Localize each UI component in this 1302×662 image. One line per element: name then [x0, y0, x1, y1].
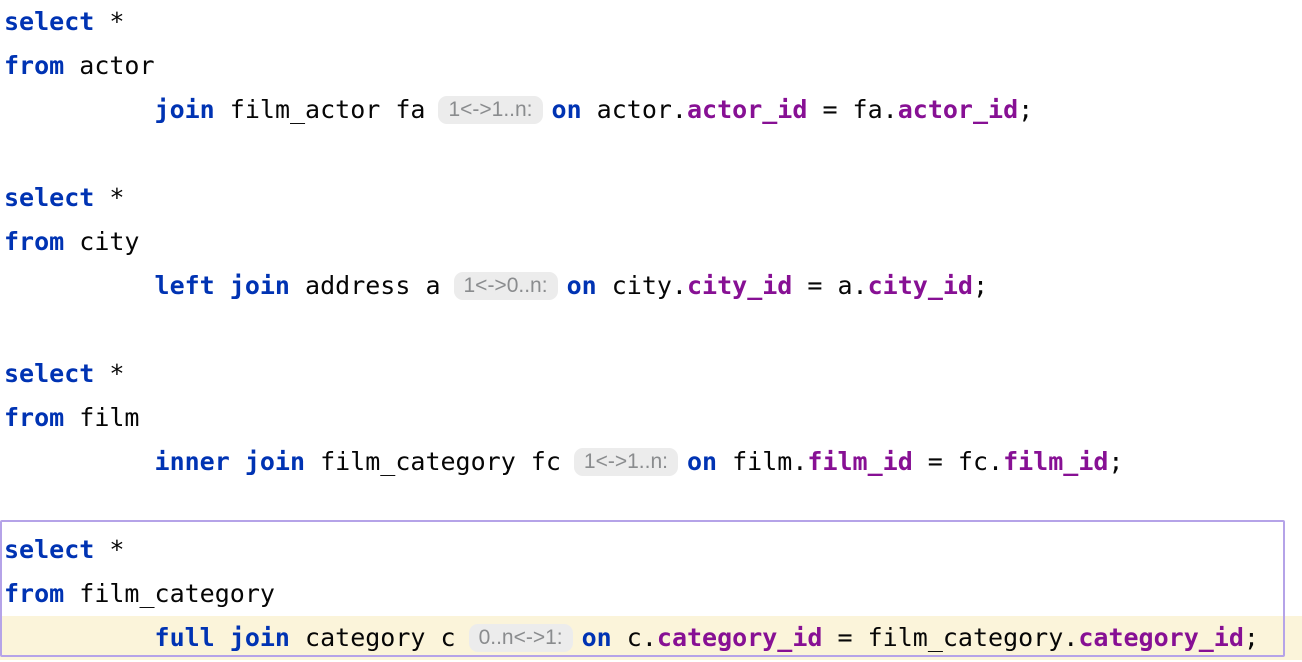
sql-token-kw: on [581, 623, 612, 652]
code-line[interactable]: select * [0, 176, 1302, 220]
sql-token-plain [4, 95, 155, 124]
sql-token-plain: = fa. [807, 95, 898, 124]
sql-token-plain: actor [64, 51, 155, 80]
code-line[interactable]: select * [0, 352, 1302, 396]
code-line[interactable]: from film_category [0, 572, 1302, 616]
code-line[interactable]: inner join film_category fc 1<->1..n: on f… [0, 440, 1302, 484]
blank-line[interactable] [0, 484, 1302, 528]
sql-token-plain: ; [1243, 623, 1259, 652]
sql-token-col: category_id [656, 623, 823, 652]
code-line[interactable]: from actor [0, 44, 1302, 88]
sql-token-plain: = film_category. [822, 623, 1079, 652]
sql-token-kw: from [4, 403, 65, 432]
join-cardinality-hint[interactable]: 1<->1..n: [438, 96, 543, 124]
sql-token-kw: full join [154, 623, 290, 652]
sql-token-plain: = a. [792, 271, 868, 300]
sql-token-plain [4, 447, 155, 476]
sql-token-plain: * [94, 359, 125, 388]
sql-token-plain: ; [1018, 95, 1034, 124]
sql-token-plain: = fc. [912, 447, 1004, 476]
sql-token-plain [4, 271, 155, 300]
sql-token-kw: select [4, 7, 95, 36]
sql-token-kw: inner join [154, 447, 306, 476]
sql-token-plain: film. [717, 447, 808, 476]
sql-token-plain: * [94, 7, 125, 36]
blank-line[interactable] [0, 132, 1302, 176]
sql-token-plain: city [64, 227, 140, 256]
sql-token-col: film_id [1003, 447, 1109, 476]
sql-token-kw: from [4, 227, 65, 256]
join-cardinality-hint[interactable]: 1<->0..n: [453, 272, 558, 300]
sql-token-kw: join [154, 95, 215, 124]
code-line[interactable]: from film [0, 396, 1302, 440]
sql-token-kw: select [4, 535, 95, 564]
sql-token-col: actor_id [897, 95, 1019, 124]
sql-token-plain: * [94, 535, 125, 564]
sql-token-plain: ; [1108, 447, 1124, 476]
sql-token-col: category_id [1078, 623, 1244, 652]
code-line[interactable]: select * [0, 528, 1302, 572]
sql-token-kw: from [4, 579, 65, 608]
sql-token-plain: film_category [64, 579, 275, 608]
sql-token-plain: category c [289, 623, 456, 652]
blank-line[interactable] [0, 308, 1302, 352]
sql-token-col: film_id [807, 447, 913, 476]
sql-statement: select *from film_category full join cat… [0, 520, 1302, 660]
sql-token-col: city_id [867, 271, 973, 300]
sql-token-plain: * [94, 183, 125, 212]
sql-token-kw: on [566, 271, 597, 300]
sql-token-plain: film_category fc [305, 447, 561, 476]
sql-token-plain: actor. [581, 95, 687, 124]
sql-token-plain: film_actor fa [214, 95, 426, 124]
join-cardinality-hint[interactable]: 1<->1..n: [573, 448, 678, 476]
sql-token-plain: film [64, 403, 140, 432]
code-line[interactable]: select * [0, 0, 1302, 44]
sql-token-kw: from [4, 51, 65, 80]
sql-token-kw: select [4, 183, 95, 212]
code-line[interactable]: from city [0, 220, 1302, 264]
sql-token-plain: ; [972, 271, 989, 300]
sql-token-col: city_id [686, 271, 793, 300]
sql-token-plain: c. [611, 623, 657, 652]
sql-statement: select *from film inner join film_catego… [0, 352, 1302, 484]
sql-token-plain: address a [289, 271, 441, 300]
sql-token-kw: on [686, 447, 718, 476]
sql-token-plain [4, 623, 155, 652]
sql-token-plain: city. [596, 271, 687, 300]
sql-token-kw: select [4, 359, 95, 388]
join-cardinality-hint[interactable]: 0..n<->1: [468, 624, 573, 652]
sql-token-kw: left join [154, 271, 290, 300]
sql-token-kw: on [551, 95, 582, 124]
sql-token-col: actor_id [686, 95, 808, 124]
